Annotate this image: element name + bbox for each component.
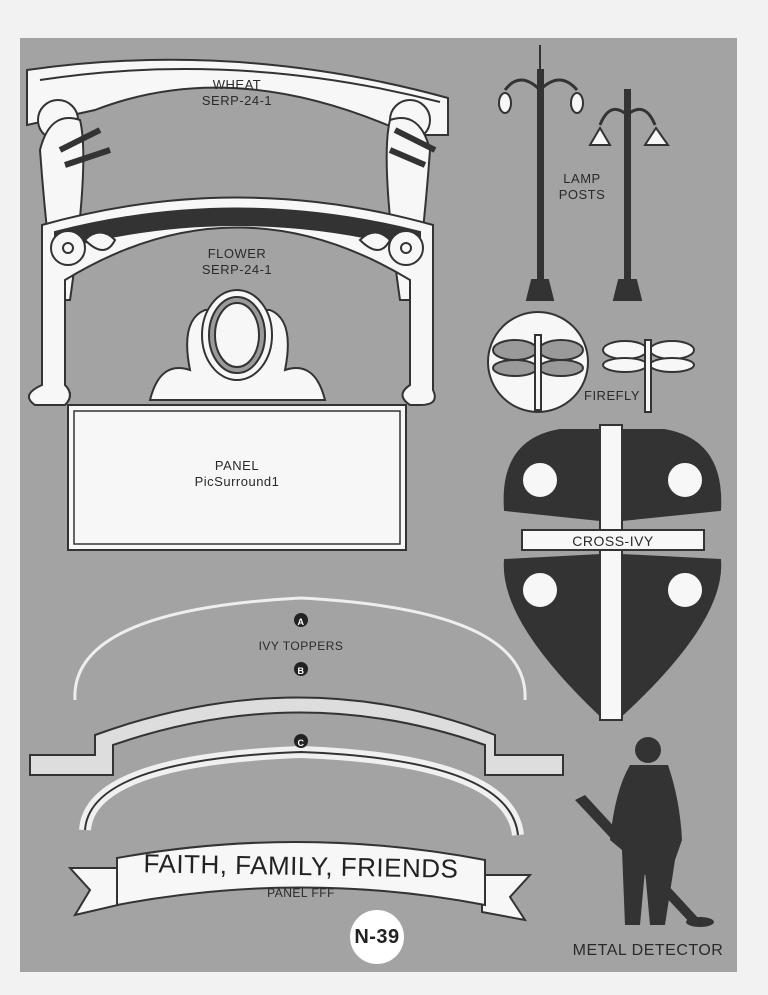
page-number-badge [350, 910, 404, 964]
faith-family-friends-banner [67, 841, 533, 922]
panel-pic-surround [67, 404, 407, 551]
cross-ivy-design [503, 424, 722, 721]
page-number: N-39 [354, 926, 400, 948]
marker-a [294, 613, 308, 627]
marker-b-letter: B [297, 666, 305, 676]
marker-b [294, 662, 308, 676]
cross-ivy-label: CROSS-IVY [572, 533, 654, 549]
ivy-toppers-label: IVY TOPPERS [258, 639, 344, 653]
lamp-posts-design [498, 45, 670, 301]
picture-oval-ornament [148, 289, 327, 401]
ivy-topper-b [29, 696, 564, 776]
ivy-topper-c [79, 745, 524, 836]
flower-arch-design [27, 196, 436, 406]
banner-code: PANEL FFF [267, 886, 335, 900]
firefly-design [487, 311, 695, 413]
firefly-label: FIREFLY [584, 388, 640, 403]
metal-detector-label: METAL DETECTOR [572, 942, 724, 959]
metal-detector-silhouette [575, 737, 714, 927]
marker-c-letter: C [297, 738, 305, 748]
banner-text: FAITH, FAMILY, FRIENDS [143, 848, 459, 884]
marker-c [294, 734, 308, 748]
ivy-topper-a [73, 596, 527, 701]
marker-a-letter: A [297, 617, 305, 627]
